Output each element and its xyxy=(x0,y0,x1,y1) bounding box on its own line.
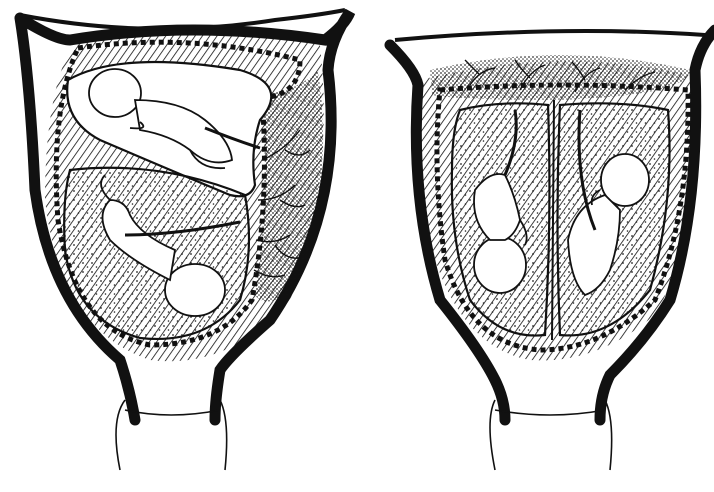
left-panel xyxy=(20,10,350,470)
right-fundus-line xyxy=(395,31,705,40)
right-panel xyxy=(390,30,714,470)
